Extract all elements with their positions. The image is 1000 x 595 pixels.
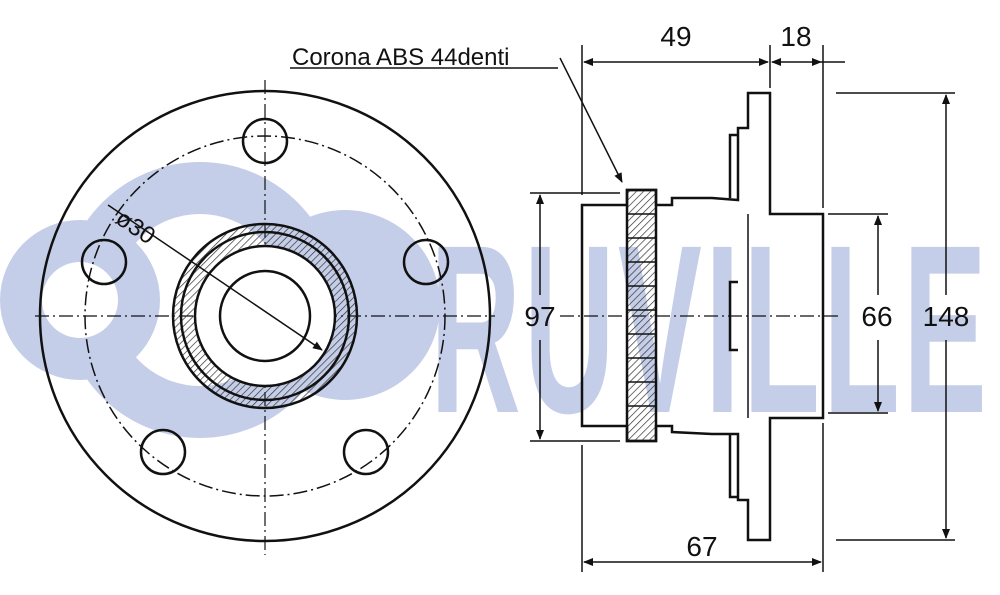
abs-ring-leader [559, 57, 623, 183]
front-view: ø30 [35, 80, 495, 555]
stud-boss-top [728, 133, 738, 198]
bore-circle [218, 269, 312, 363]
dim-97-label: 97 [524, 301, 555, 332]
dim-67-label: 67 [686, 531, 717, 562]
dim-18-label: 18 [780, 21, 811, 52]
bolt-circle [84, 135, 446, 497]
bolt-hole [342, 428, 390, 476]
bore-diameter-leader [107, 204, 323, 351]
bearing-ring-inner-edge [179, 230, 351, 402]
bolt-holes [80, 117, 450, 476]
dimension-lines: 49 18 97 66 148 67 [524, 21, 969, 572]
bolt-hole [80, 238, 128, 286]
abs-tone-ring [625, 188, 658, 443]
stud-boss-middle [728, 280, 738, 352]
bolt-hole [241, 117, 289, 165]
abs-ring-label: Corona ABS 44denti [292, 44, 510, 71]
flange-outline [38, 89, 492, 543]
side-view: Corona ABS 44denti [290, 44, 840, 542]
abs-ring-teeth [627, 213, 656, 407]
bolt-hole [402, 238, 450, 286]
stud-boss-bottom [728, 434, 738, 499]
dim-49-label: 49 [660, 21, 691, 52]
bolt-hole [139, 428, 187, 476]
hub-bore-face [193, 244, 337, 388]
dim-148-label: 148 [923, 301, 970, 332]
logo-wordmark: RUVILLE [430, 195, 990, 463]
dim-66-label: 66 [861, 301, 892, 332]
